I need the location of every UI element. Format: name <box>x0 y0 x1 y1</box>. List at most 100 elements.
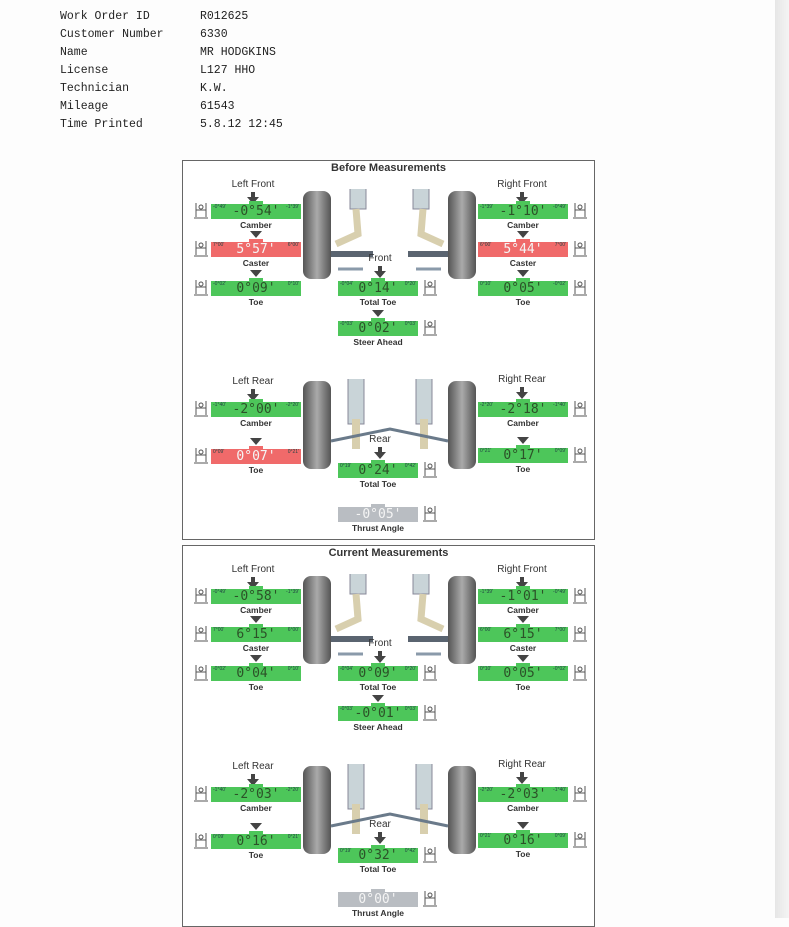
down-arrow-icon <box>517 270 529 277</box>
header-label: Technician <box>60 82 130 95</box>
gauge-value: 0°16' <box>236 834 276 849</box>
lf-camber-label: Camber <box>240 605 272 615</box>
down-arrow-icon <box>520 577 524 582</box>
gauge-min-tolerance: 0°09' <box>213 834 225 840</box>
gauge-notch <box>249 663 263 669</box>
down-arrow-icon <box>516 197 528 204</box>
rear-total-toe-label: Total Toe <box>359 479 397 489</box>
gauge-max-tolerance: -1°40' <box>553 402 566 408</box>
down-arrow-icon <box>374 271 386 278</box>
wheel-diagram-icon <box>193 278 209 296</box>
gauge-bar <box>211 666 301 681</box>
down-arrow-icon <box>517 822 529 829</box>
gauge-bar <box>338 706 418 721</box>
gauge-value: -2°18' <box>499 402 547 417</box>
gauge-value: -0°01' <box>354 706 402 721</box>
lf-caster-label: Caster <box>242 258 270 268</box>
header-value: L127 HHO <box>200 64 256 77</box>
gauge-notch <box>249 831 263 837</box>
lr-camber-gauge: -1°40'-2°20'-2°00' <box>211 399 301 417</box>
gauge-value: 5°57' <box>236 242 276 257</box>
wheel-diagram-icon <box>422 460 438 478</box>
wheel-diagram-icon <box>422 889 438 907</box>
down-arrow-icon <box>516 582 528 589</box>
gauge-min-tolerance: -1°39' <box>480 204 493 210</box>
wheel-diagram-icon <box>193 399 209 417</box>
rr-toe-gauge: 0°21'0°09'0°17' <box>478 445 568 463</box>
header-value: 61543 <box>200 100 235 113</box>
gauge-value: 0°07' <box>236 449 276 464</box>
down-arrow-icon <box>374 656 386 663</box>
gauge-max-tolerance: 0°20' <box>404 281 416 287</box>
gauge-value: -2°03' <box>499 787 547 802</box>
down-arrow-icon <box>251 192 255 197</box>
header-value: 5.8.12 12:45 <box>200 118 283 131</box>
gauge-value: -1°01' <box>499 589 547 604</box>
lr-toe-label: Toe <box>248 850 264 860</box>
down-arrow-icon <box>520 772 524 777</box>
steer-ahead-label: Steer Ahead <box>353 722 403 732</box>
gauge-notch <box>249 586 263 592</box>
gauge-bar <box>478 448 568 463</box>
gauge-value: -2°03' <box>232 787 280 802</box>
gauge-notch <box>249 784 263 790</box>
wheel-diagram-icon <box>572 663 588 681</box>
gauge-value: -0°54' <box>232 204 280 219</box>
down-arrow-icon <box>378 651 382 656</box>
gauge-notch <box>249 624 263 630</box>
lf-camber-label: Camber <box>240 220 272 230</box>
front-total-toe-label: Total Toe <box>359 297 397 307</box>
gauge-bar <box>478 627 568 642</box>
gauge-bar <box>338 321 418 336</box>
down-arrow-icon <box>378 832 382 837</box>
panel-title: Current Measurements <box>328 547 449 559</box>
rr-toe-label: Toe <box>515 464 531 474</box>
down-arrow-icon <box>517 616 529 623</box>
lr-camber-label: Camber <box>240 418 272 428</box>
gauge-value: 0°24' <box>358 463 398 478</box>
lr-toe-gauge: 0°09'0°21'0°16' <box>211 831 301 849</box>
gauge-bar <box>211 281 301 296</box>
gauge-bar <box>338 281 418 296</box>
gauge-notch <box>516 784 530 790</box>
rf-toe-label: Toe <box>515 682 531 692</box>
right-front-label: Right Front <box>497 564 547 575</box>
gauge-value: 0°16' <box>503 833 543 848</box>
thrust-angle-label: Thrust Angle <box>351 523 405 533</box>
header-value: MR HODGKINS <box>200 46 276 59</box>
down-arrow-icon <box>251 389 255 394</box>
rf-caster-gauge: 6°00'7°00'5°44' <box>478 239 568 257</box>
wheel-diagram-icon <box>422 663 438 681</box>
wheel-diagram-icon <box>193 586 209 604</box>
down-arrow-icon <box>247 779 259 786</box>
gauge-max-tolerance: -0°49' <box>553 589 566 595</box>
rr-camber-label: Camber <box>507 803 539 813</box>
gauge-value: -1°10' <box>499 204 547 219</box>
gauge-min-tolerance: -0°03' <box>340 321 353 327</box>
gauge-value: 0°05' <box>503 666 543 681</box>
wheel-diagram-icon <box>572 399 588 417</box>
gauge-min-tolerance: 0°10' <box>480 281 492 287</box>
wheel-diagram-icon <box>572 830 588 848</box>
gauge-min-tolerance: 7°00' <box>213 627 225 633</box>
wheel-diagram-icon <box>422 845 438 863</box>
gauge-notch <box>371 318 385 324</box>
gauge-notch <box>516 201 530 207</box>
gauge-min-tolerance: -2°20' <box>480 787 493 793</box>
gauge-value: 0°02' <box>358 321 398 336</box>
gauge-bar <box>211 449 301 464</box>
gauge-max-tolerance: -2°20' <box>286 402 299 408</box>
wheel-diagram-icon <box>193 201 209 219</box>
gauge-value: 5°44' <box>503 242 543 257</box>
front-suspension-illustration <box>298 178 483 289</box>
gauge-max-tolerance: 0°21' <box>287 449 299 455</box>
wheel-diagram-icon <box>422 703 438 721</box>
gauge-bar <box>211 242 301 257</box>
gauge-min-tolerance: -0°04' <box>340 281 353 287</box>
gauge-bar <box>211 787 301 802</box>
down-arrow-icon <box>374 452 386 459</box>
